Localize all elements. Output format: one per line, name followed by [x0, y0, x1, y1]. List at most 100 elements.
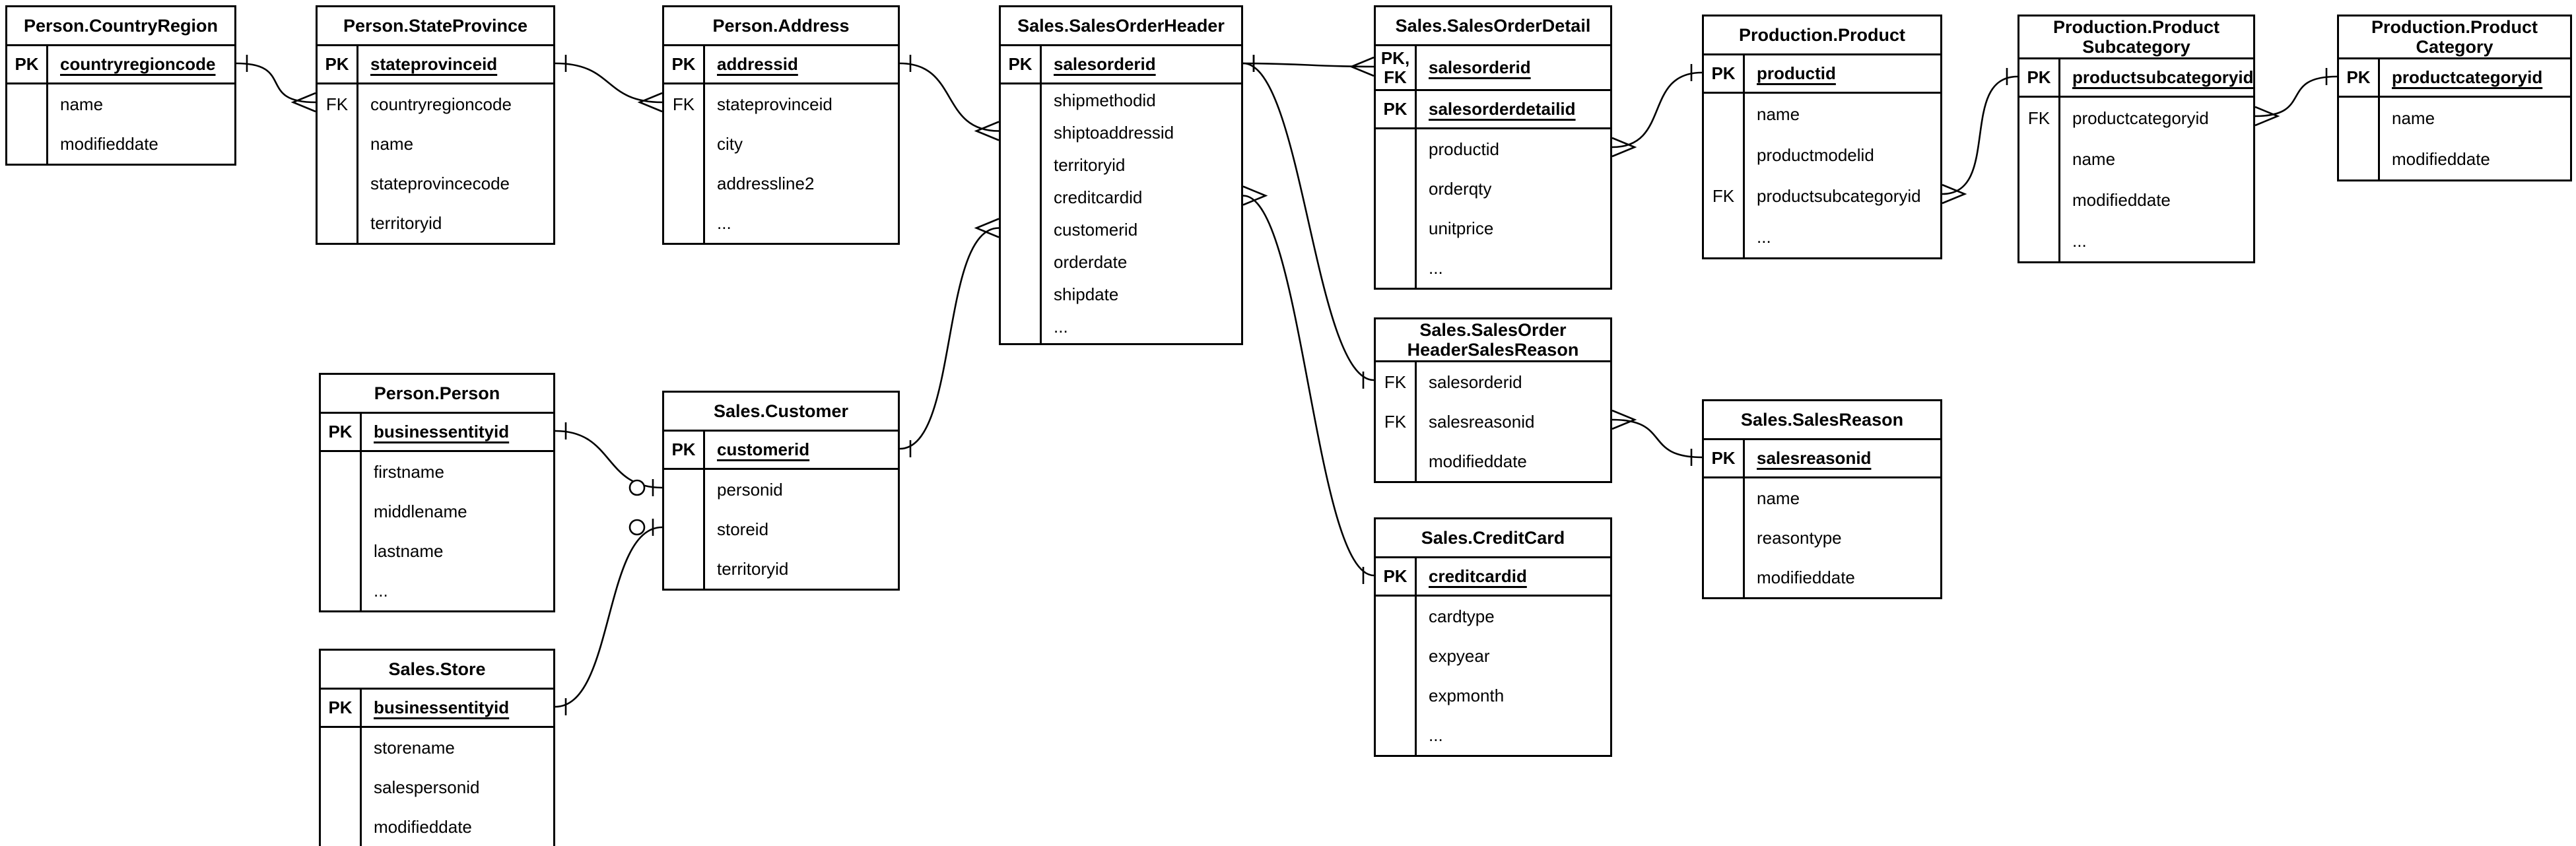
key-badge: [1001, 117, 1042, 149]
key-badge: [1376, 248, 1417, 288]
relationship-line: [637, 92, 663, 113]
relationship-line: [555, 430, 663, 489]
relationship-line: [899, 62, 1000, 132]
field-row: expmonth: [1376, 676, 1610, 715]
primary-key-field-name: productsubcategoryid: [2072, 67, 2254, 87]
field-row: modifieddate: [321, 807, 553, 846]
relationship-line: [1942, 75, 2018, 195]
field-row: creditcardid: [1001, 181, 1241, 214]
field-name: modifieddate: [1429, 451, 1527, 471]
key-badge: [664, 549, 705, 589]
field-row: lastname: [321, 531, 553, 571]
primary-key-field-name: salesorderid: [1429, 57, 1531, 77]
field-name: ...: [1429, 725, 1443, 745]
field-row: orderqty: [1376, 169, 1610, 209]
field-name: modifieddate: [2392, 148, 2490, 169]
key-badge: PK: [321, 414, 362, 450]
primary-key-field-name: stateprovinceid: [370, 54, 498, 74]
key-badge: [321, 728, 362, 767]
field-name: name: [370, 133, 414, 154]
field-row: name: [2019, 139, 2253, 179]
key-badge: [321, 767, 362, 807]
key-badge: [318, 124, 358, 164]
field-row: name: [1704, 478, 1940, 518]
field-name: productid: [1429, 139, 1499, 159]
field-name: personid: [717, 479, 783, 500]
field-row: ...: [1376, 715, 1610, 755]
key-badge: [1001, 278, 1042, 311]
field-name: orderdate: [1054, 252, 1128, 272]
key-badge: [1001, 246, 1042, 278]
key-badge: [2019, 139, 2060, 179]
key-badge: [1376, 441, 1417, 481]
relationship-line: [899, 227, 1000, 450]
field-row: FK productsubcategoryid: [1704, 176, 1940, 216]
key-badge: FK: [318, 84, 358, 124]
key-badge: FK: [1704, 176, 1745, 216]
key-badge: FK: [2019, 98, 2060, 139]
primary-key-field-name: businessentityid: [374, 698, 510, 717]
key-badge: [1001, 149, 1042, 181]
relationship-line: [1611, 137, 1637, 158]
field-name: territoryid: [370, 212, 442, 233]
field-row: productid: [1376, 129, 1610, 169]
key-badge: [321, 807, 362, 846]
field-row: FK productcategoryid: [2019, 98, 2253, 139]
field-name: ...: [374, 580, 388, 601]
key-badge: [664, 203, 705, 243]
relationship-line: [555, 62, 663, 104]
entity-title: Production.Product: [1704, 16, 1940, 55]
field-row: ...: [321, 571, 553, 610]
field-name: ...: [1429, 257, 1443, 278]
field-name: productcategoryid: [2072, 108, 2209, 128]
key-badge: PK: [7, 46, 48, 82]
entity-title: Person.Address: [664, 7, 898, 46]
entity-title: Sales.SalesOrder HeaderSalesReason: [1376, 319, 1610, 362]
entity-title: Sales.Customer: [664, 393, 898, 432]
field-name: customerid: [1054, 220, 1138, 240]
relationship-line: [1611, 71, 1703, 148]
key-badge: [1001, 84, 1042, 117]
field-row: cardtype: [1376, 597, 1610, 636]
field-row: addressline2: [664, 164, 898, 203]
field-name: city: [717, 133, 743, 154]
entity-title: Person.StateProvince: [318, 7, 553, 46]
key-badge: PK: [1001, 46, 1042, 82]
relationship-line: [1349, 56, 1374, 77]
key-badge: PK: [664, 46, 705, 82]
field-name: salesorderid: [1429, 372, 1522, 392]
field-name: stateprovinceid: [717, 94, 832, 114]
field-name: shipdate: [1054, 284, 1119, 304]
field-name: productsubcategoryid: [1757, 185, 1921, 206]
field-name: lastname: [374, 540, 444, 561]
field-name: stateprovincecode: [370, 173, 510, 193]
key-badge: [321, 571, 362, 610]
key-badge: [1704, 558, 1745, 597]
field-row: orderdate: [1001, 246, 1241, 278]
key-badge: PK: [1376, 91, 1417, 127]
relationship-line: [290, 92, 316, 113]
field-name: expyear: [1429, 645, 1490, 666]
relationship-line: [236, 62, 316, 104]
key-badge: [318, 164, 358, 203]
field-row: territoryid: [1001, 149, 1241, 181]
field-name: reasontype: [1757, 527, 1842, 548]
field-row: name: [2339, 98, 2570, 139]
field-row: name: [318, 124, 553, 164]
key-badge: [1376, 715, 1417, 755]
relationship-line: [1242, 62, 1374, 68]
